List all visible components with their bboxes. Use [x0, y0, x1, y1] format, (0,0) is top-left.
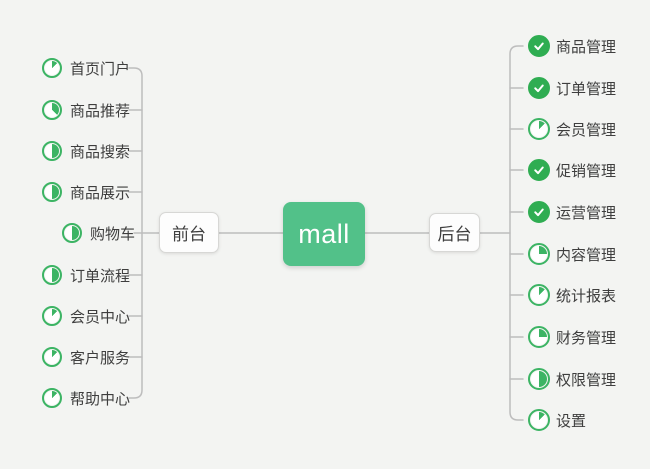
topic-product-search[interactable]: 商品搜索	[42, 140, 130, 162]
topic-cart[interactable]: 购物车	[62, 222, 135, 244]
topic-label: 帮助中心	[70, 390, 131, 408]
topic-label: 购物车	[90, 225, 136, 243]
topic-label: 客户服务	[70, 349, 131, 367]
task-progress-icon	[42, 100, 62, 120]
topic-label: 统计报表	[556, 287, 617, 305]
topic-label: 权限管理	[556, 371, 617, 389]
topic-help-center[interactable]: 帮助中心	[42, 387, 130, 409]
task-done-icon	[528, 201, 550, 223]
task-progress-icon	[528, 409, 550, 431]
topic-label: 商品搜索	[70, 143, 131, 161]
task-progress-icon	[42, 388, 62, 408]
topic-settings[interactable]: 设置	[528, 409, 586, 431]
topic-label: 会员中心	[70, 308, 131, 326]
topic-label: 内容管理	[556, 246, 617, 264]
task-done-icon	[528, 35, 550, 57]
topic-label: 商品推荐	[70, 102, 131, 120]
task-progress-icon	[528, 118, 550, 140]
branch-node-frontend[interactable]: 前台	[159, 212, 219, 253]
topic-label: 商品管理	[556, 38, 617, 56]
topic-order-admin[interactable]: 订单管理	[528, 77, 616, 99]
task-done-icon	[528, 77, 550, 99]
task-progress-icon	[42, 306, 62, 326]
topic-label: 订单管理	[556, 80, 617, 98]
topic-statistics-report[interactable]: 统计报表	[528, 284, 616, 306]
topic-label: 促销管理	[556, 162, 617, 180]
topic-order-flow[interactable]: 订单流程	[42, 264, 130, 286]
task-progress-icon	[42, 347, 62, 367]
branch-node-label: 前台	[172, 225, 206, 244]
task-progress-icon	[528, 284, 550, 306]
task-progress-icon	[62, 223, 82, 243]
task-progress-icon	[528, 368, 550, 390]
topic-member-admin[interactable]: 会员管理	[528, 118, 616, 140]
root-node-mall[interactable]: mall	[283, 202, 365, 266]
task-progress-icon	[42, 141, 62, 161]
topic-product-admin[interactable]: 商品管理	[528, 35, 616, 57]
topic-permission-admin[interactable]: 权限管理	[528, 368, 616, 390]
topic-label: 运营管理	[556, 204, 617, 222]
topic-label: 财务管理	[556, 329, 617, 347]
topic-product-recommend[interactable]: 商品推荐	[42, 99, 130, 121]
topic-label: 会员管理	[556, 121, 617, 139]
branch-node-label: 后台	[437, 225, 472, 244]
topic-member-center[interactable]: 会员中心	[42, 305, 130, 327]
topic-finance-admin[interactable]: 财务管理	[528, 326, 616, 348]
topic-product-display[interactable]: 商品展示	[42, 181, 130, 203]
topic-label: 商品展示	[70, 184, 131, 202]
task-done-icon	[528, 159, 550, 181]
branch-node-backend[interactable]: 后台	[429, 213, 480, 252]
root-node-label: mall	[298, 218, 350, 249]
topic-operation-admin[interactable]: 运营管理	[528, 201, 616, 223]
topic-label: 订单流程	[70, 267, 131, 285]
topic-content-admin[interactable]: 内容管理	[528, 243, 616, 265]
topic-customer-service[interactable]: 客户服务	[42, 346, 130, 368]
topic-label: 首页门户	[70, 60, 131, 78]
task-progress-icon	[42, 182, 62, 202]
task-progress-icon	[42, 265, 62, 285]
task-progress-icon	[528, 326, 550, 348]
topic-promotion-admin[interactable]: 促销管理	[528, 159, 616, 181]
topic-label: 设置	[556, 412, 587, 430]
task-progress-icon	[528, 243, 550, 265]
task-progress-icon	[42, 58, 62, 78]
topic-home-portal[interactable]: 首页门户	[42, 57, 130, 79]
